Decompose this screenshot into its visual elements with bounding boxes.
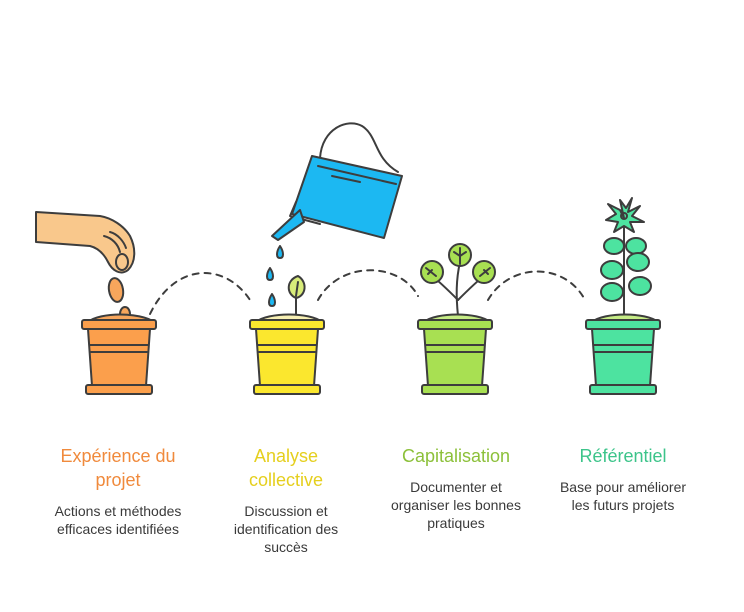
stage-description: Actions et méthodes efficaces identifiée… xyxy=(33,502,203,538)
flower-pot-icon xyxy=(417,313,493,395)
stage-description-line: les futurs projets xyxy=(571,497,675,513)
water-drop-icon xyxy=(266,245,284,307)
stage-title-line: Analyse xyxy=(253,446,319,466)
stage-title: Analyse collective xyxy=(201,444,371,492)
stage-description-line: succès xyxy=(264,539,308,555)
stage-title-line: projet xyxy=(95,470,141,490)
stage-description-line: Discussion et xyxy=(244,503,328,519)
connector-arc-2 xyxy=(317,269,419,301)
stage-title: Capitalisation xyxy=(371,444,541,468)
stage-title-line: collective xyxy=(248,470,324,490)
stage-description-line: identification des xyxy=(233,521,339,537)
stage-description-line: efficaces identifiées xyxy=(57,521,179,537)
plant-icon xyxy=(420,243,496,317)
stage-title-line: Expérience du xyxy=(60,446,176,466)
stage-description: Discussion et identification des succès xyxy=(201,502,371,556)
stage-experience: Expérience du projet Actions et méthodes… xyxy=(33,444,203,538)
process-illustration xyxy=(35,122,661,395)
stage-title-line: Capitalisation xyxy=(401,446,511,466)
stage-referentiel: Référentiel Base pour améliorer les futu… xyxy=(538,444,708,514)
stage-title: Référentiel xyxy=(538,444,708,468)
flower-pot-icon xyxy=(585,313,661,395)
stage-description: Base pour améliorer les futurs projets xyxy=(538,478,708,514)
stage-description-line: Actions et méthodes xyxy=(54,503,182,519)
stage-description-line: organiser les bonnes xyxy=(391,497,521,513)
connector-arc-1 xyxy=(149,272,251,315)
stage-analyse: Analyse collective Discussion et identif… xyxy=(201,444,371,556)
connector-arc-3 xyxy=(487,270,586,301)
watering-can-icon xyxy=(271,122,403,241)
stage-capitalisation: Capitalisation Documenter et organiser l… xyxy=(371,444,541,532)
stage-title-line: Référentiel xyxy=(579,446,667,466)
stage-title: Expérience du projet xyxy=(33,444,203,492)
flower-pot-icon xyxy=(81,313,157,395)
flower-pot-icon xyxy=(249,313,325,395)
stage-description-line: Documenter et xyxy=(410,479,502,495)
sprout-icon xyxy=(287,275,306,317)
stage-description-line: Base pour améliorer xyxy=(559,479,687,495)
stage-description-line: pratiques xyxy=(427,515,485,531)
stage-description: Documenter et organiser les bonnes prati… xyxy=(371,478,541,532)
hand-icon xyxy=(35,211,136,274)
tall-plant-icon xyxy=(600,197,652,317)
